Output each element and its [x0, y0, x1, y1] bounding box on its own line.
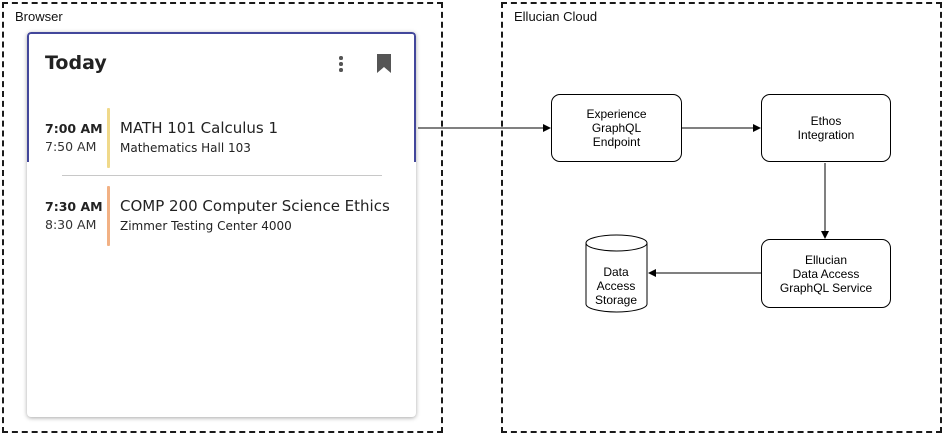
event-title: COMP 200 Computer Science Ethics — [120, 197, 390, 215]
cloud-zone-label: Ellucian Cloud — [514, 9, 598, 24]
bookmark-icon[interactable] — [376, 54, 392, 74]
event-start-time: 7:00 AM — [45, 121, 103, 136]
cloud-zone — [501, 2, 942, 433]
event-color-bar — [107, 108, 110, 168]
event-divider — [62, 175, 382, 176]
event-item-comp-200[interactable]: 7:30 AM 8:30 AM COMP 200 Computer Scienc… — [27, 186, 416, 246]
event-title: MATH 101 Calculus 1 — [120, 119, 279, 137]
event-end-time: 8:30 AM — [45, 217, 97, 232]
experience-graphql-endpoint-node: Experience GraphQL Endpoint — [551, 94, 682, 162]
event-item-math-101[interactable]: 7:00 AM 7:50 AM MATH 101 Calculus 1 Math… — [27, 108, 416, 168]
ellucian-data-access-graphql-service-node: Ellucian Data Access GraphQL Service — [761, 239, 891, 308]
event-location: Mathematics Hall 103 — [120, 141, 251, 155]
event-start-time: 7:30 AM — [45, 199, 103, 214]
event-end-time: 7:50 AM — [45, 139, 97, 154]
kebab-menu-icon[interactable] — [330, 54, 352, 76]
browser-zone — [2, 2, 443, 433]
database-cylinder-icon — [585, 234, 648, 313]
today-card: Today 7:00 AM 7:50 AM MATH 101 Calculus … — [27, 32, 416, 417]
browser-zone-label: Browser — [15, 9, 63, 24]
card-accent-border — [27, 32, 416, 162]
event-color-bar — [107, 186, 110, 246]
ethos-integration-node: Ethos Integration — [761, 94, 891, 162]
event-location: Zimmer Testing Center 4000 — [120, 219, 292, 233]
card-title: Today — [45, 52, 107, 74]
data-access-storage-label: Data Access Storage — [594, 265, 638, 307]
